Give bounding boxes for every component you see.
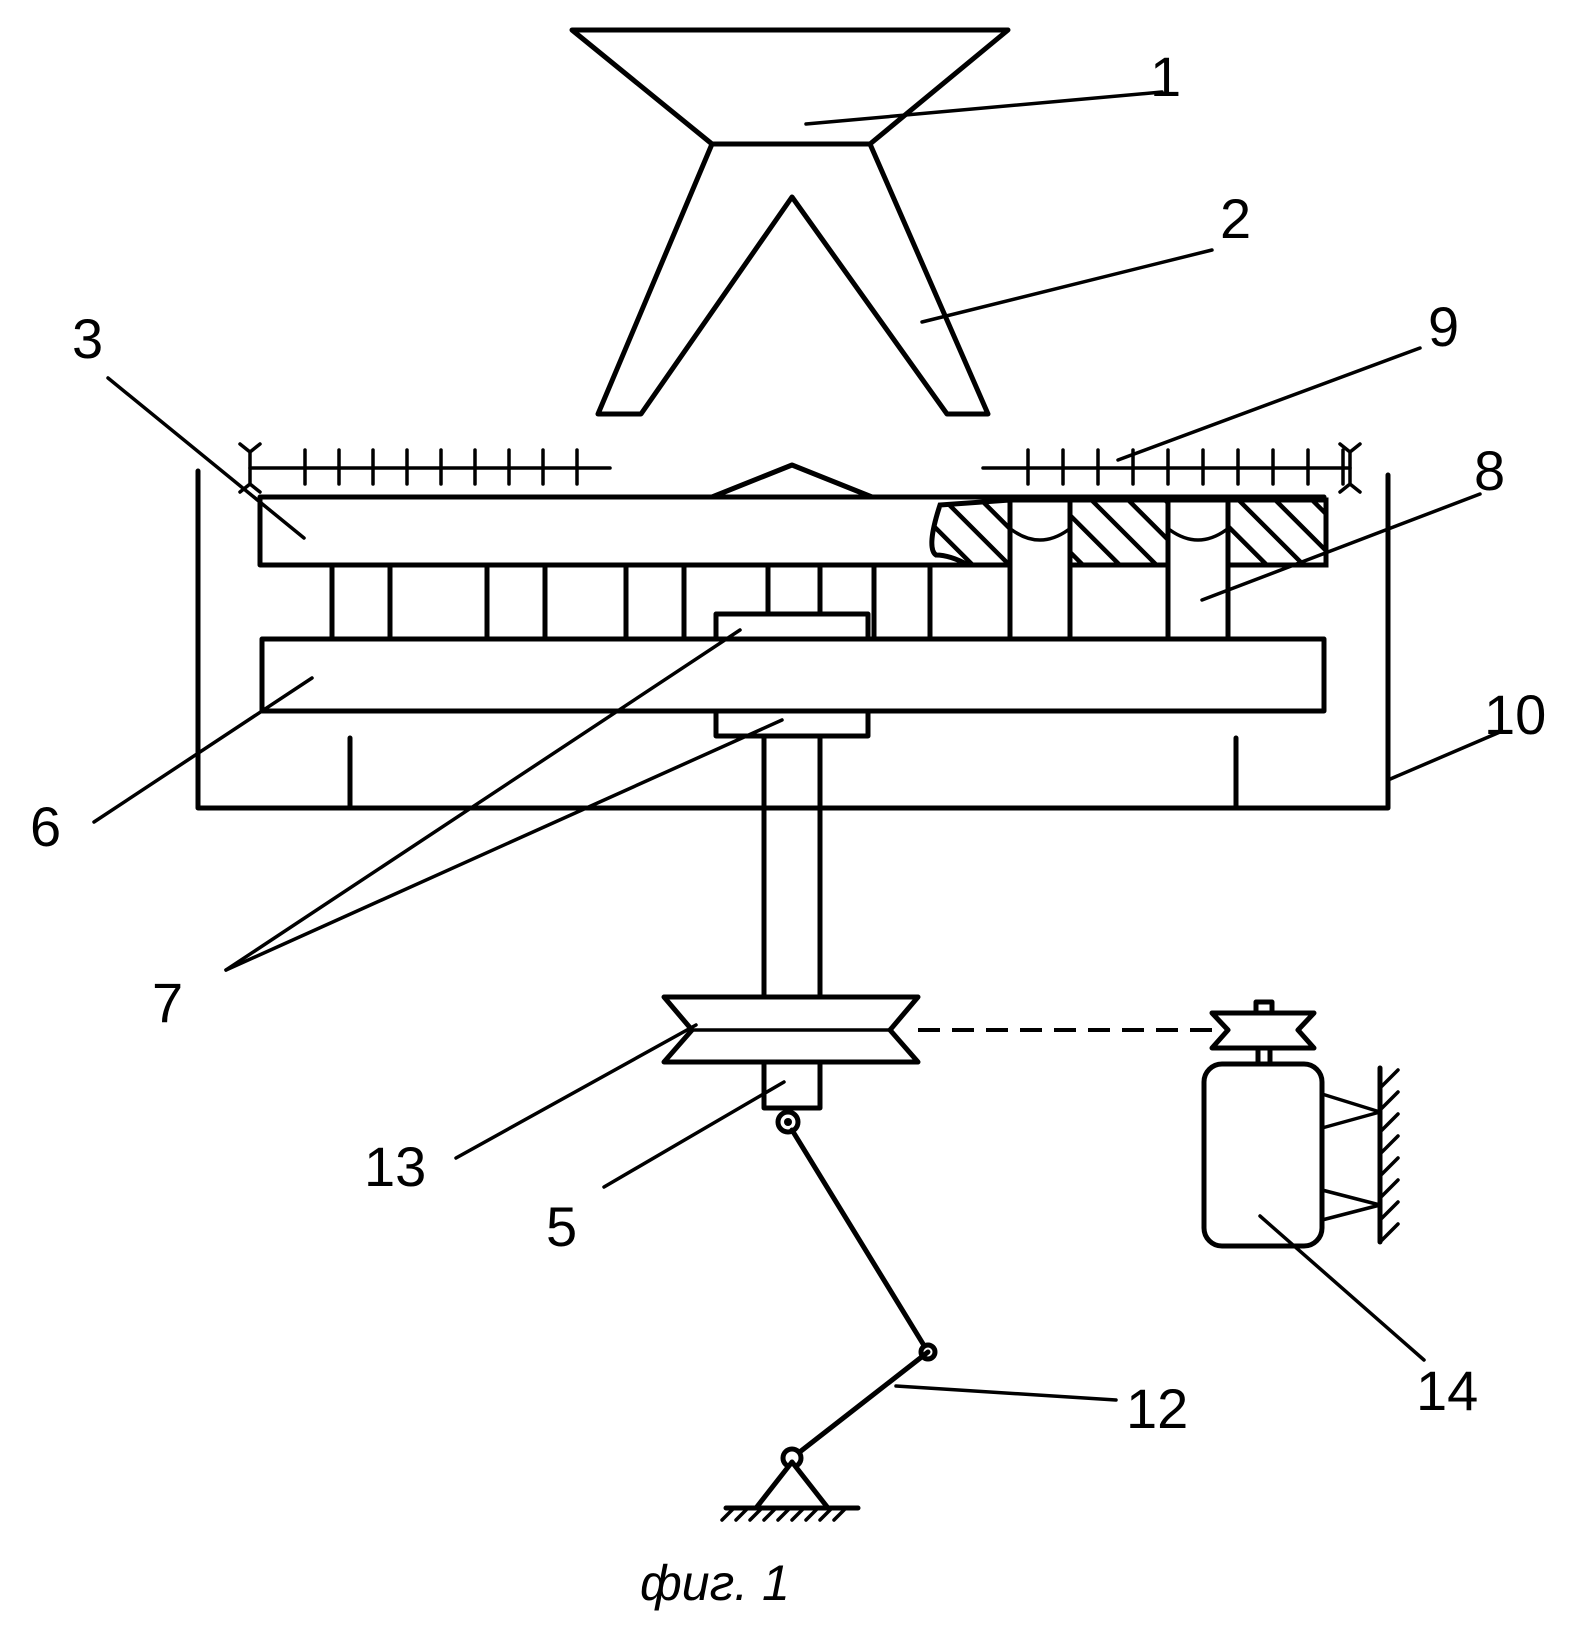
lever-linkage xyxy=(722,1112,935,1520)
split-chute xyxy=(598,144,988,414)
label-1: 1 xyxy=(1150,45,1181,108)
scale-bar-right xyxy=(983,444,1360,492)
motor xyxy=(1204,1002,1398,1246)
wall-hatch xyxy=(1380,1180,1398,1198)
wall-hatch xyxy=(1380,1224,1398,1242)
figure-caption: фиг. 1 xyxy=(640,1555,790,1611)
hatched-insert xyxy=(932,500,1326,639)
label-13: 13 xyxy=(364,1135,426,1198)
label-8: 8 xyxy=(1474,439,1505,502)
wall-hatch xyxy=(1380,1070,1398,1088)
label-12: 12 xyxy=(1126,1377,1188,1440)
label-14: 14 xyxy=(1416,1359,1478,1422)
pulley xyxy=(664,997,918,1062)
hopper xyxy=(572,30,1008,144)
wall-hatch xyxy=(1380,1158,1398,1176)
label-6: 6 xyxy=(30,795,61,858)
label-3: 3 xyxy=(72,307,103,370)
wall-hatch xyxy=(1380,1202,1398,1220)
wall-hatch xyxy=(1380,1136,1398,1154)
label-7: 7 xyxy=(152,971,183,1034)
lower-disk xyxy=(262,639,1324,711)
cone xyxy=(712,465,872,497)
wall-hatch xyxy=(1380,1092,1398,1110)
labels: 1 2 3 9 8 10 6 7 13 5 14 12 фиг. 1 xyxy=(30,45,1546,1611)
scale-bar-left xyxy=(240,444,610,492)
label-10: 10 xyxy=(1484,683,1546,746)
label-9: 9 xyxy=(1428,295,1459,358)
label-2: 2 xyxy=(1220,187,1251,250)
label-5: 5 xyxy=(546,1195,577,1258)
wall-hatch xyxy=(1380,1114,1398,1132)
